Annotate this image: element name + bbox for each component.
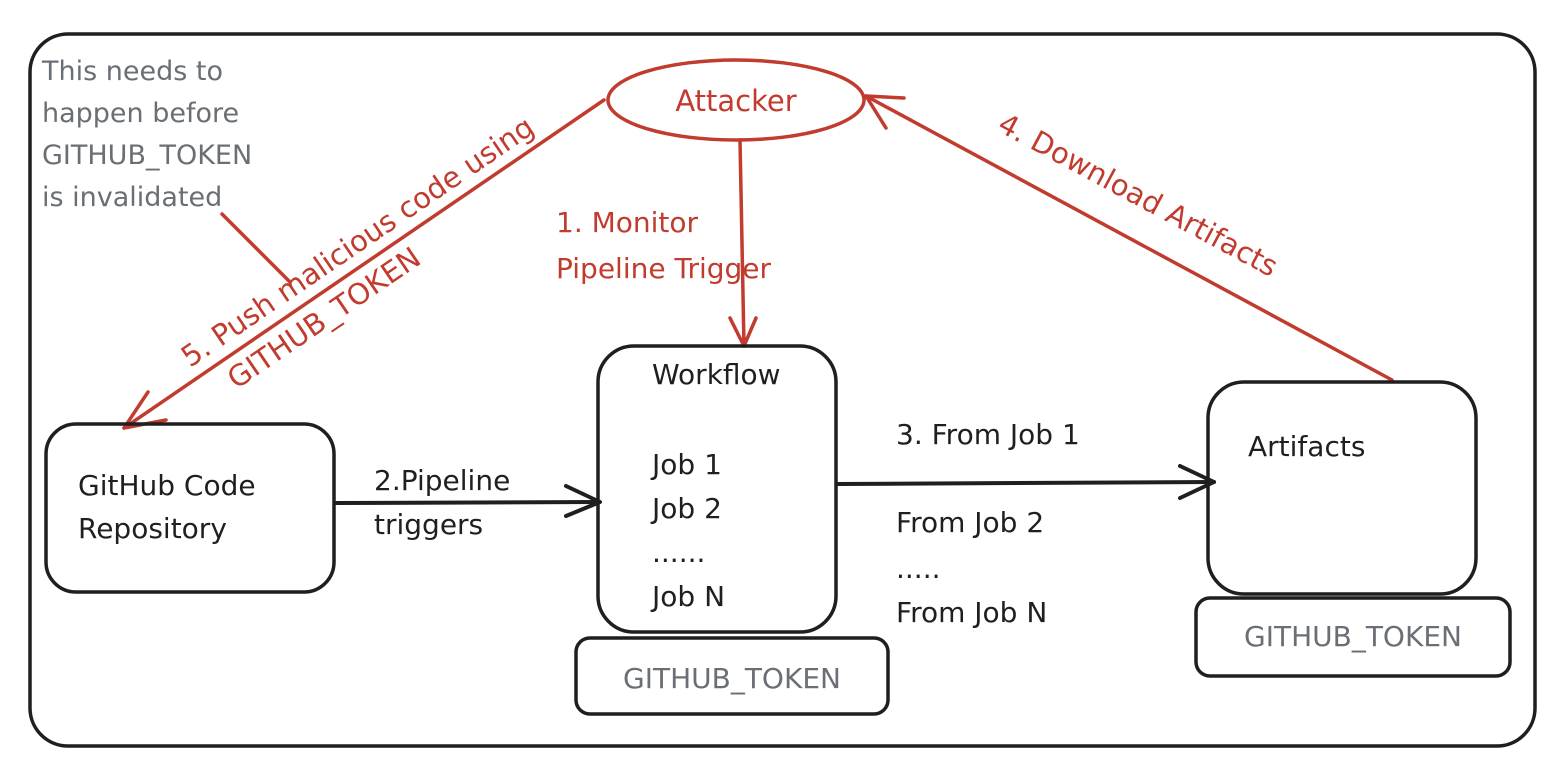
workflow-job-1: Job 1 (650, 448, 722, 481)
repo-line-1: GitHub Code (78, 469, 256, 502)
artifacts-title: Artifacts (1248, 430, 1365, 463)
artifacts-token: GITHUB_TOKEN (1194, 596, 1512, 678)
outer-frame (28, 32, 1537, 748)
repo-line-2: Repository (78, 512, 227, 545)
workflow-box (596, 344, 838, 634)
step2-line-2: triggers (374, 508, 483, 541)
note-pointer-line (220, 212, 292, 284)
arrow-download-artifacts (864, 94, 1394, 382)
artifacts-node: Artifacts (1206, 380, 1478, 596)
note: This needs to happen before GITHUB_TOKEN… (41, 56, 292, 284)
repo-box (44, 422, 336, 594)
arrow-pipeline-trigger (334, 484, 602, 518)
workflow-title: Workflow (652, 358, 781, 391)
artifacts-token-box (1194, 596, 1512, 678)
arrow-monitor (728, 138, 758, 348)
workflow-token: GITHUB_TOKEN (574, 636, 890, 716)
note-line-4: is invalidated (42, 182, 222, 213)
repo-node: GitHub Code Repository (44, 422, 336, 594)
step3-line-2: From Job 2 (896, 506, 1044, 539)
step3-line-1: 3. From Job 1 (896, 418, 1080, 451)
arrow-upload-artifacts (836, 464, 1216, 500)
step4-label: 4. Download Artifacts (993, 106, 1284, 283)
attacker-ellipse (606, 58, 866, 142)
note-line-2: happen before (42, 98, 239, 129)
step2-line-1: 2.Pipeline (374, 464, 510, 497)
step1-line-2: Pipeline Trigger (556, 252, 772, 285)
step3-line-4: From Job N (896, 596, 1047, 629)
step3-line-3: ..... (896, 552, 941, 585)
note-line-1: This needs to (41, 56, 223, 87)
step1-line-1: 1. Monitor (556, 206, 699, 239)
attacker-label: Attacker (675, 84, 796, 118)
artifacts-box (1206, 380, 1478, 596)
workflow-job-ellipsis: ...... (652, 536, 705, 569)
attacker-node: Attacker (606, 58, 866, 142)
workflow-job-n: Job N (650, 580, 725, 613)
artifacts-token-label: GITHUB_TOKEN (1244, 620, 1462, 653)
workflow-node: Workflow Job 1 Job 2 ...... Job N (596, 344, 838, 634)
workflow-token-label: GITHUB_TOKEN (623, 662, 841, 695)
note-line-3: GITHUB_TOKEN (42, 140, 252, 171)
workflow-token-box (574, 636, 890, 716)
workflow-job-2: Job 2 (650, 492, 722, 525)
